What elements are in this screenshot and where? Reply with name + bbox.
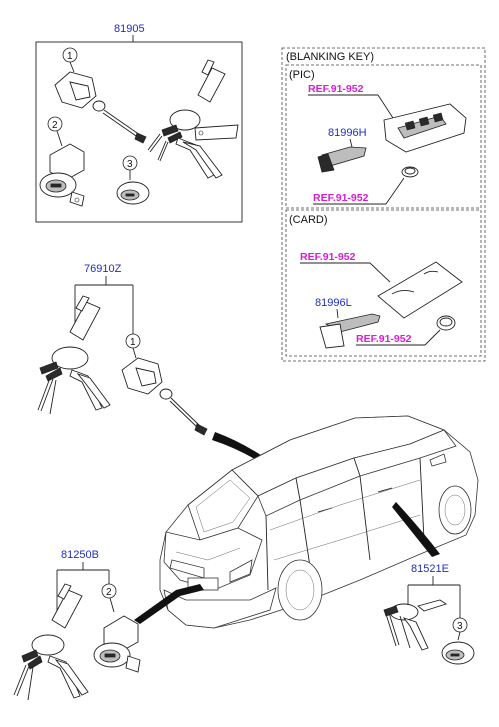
lock-cylinder-icon (39, 143, 85, 207)
smart-card-key-icon (377, 261, 463, 319)
coin-battery-icon-card (436, 315, 456, 331)
svg-text:2: 2 (106, 587, 112, 598)
blanking-key-box (281, 47, 486, 362)
card-mechanical-key-icon (319, 313, 381, 349)
blank-mechanical-key-icon (317, 146, 367, 173)
vehicle-illustration (159, 415, 479, 629)
callout-3-top: 3 (122, 155, 138, 180)
svg-text:2: 2 (52, 120, 58, 131)
ref-pic-battery[interactable]: REF.91-952 (313, 192, 369, 204)
ref-card[interactable]: REF.91-952 (300, 251, 356, 263)
svg-text:1: 1 (67, 51, 73, 62)
cylinder-cap-icon-81521E (441, 641, 475, 665)
callout-1-top: 1 (62, 47, 78, 73)
callout-3-bottom: 3 (452, 617, 468, 641)
card-label: (CARD) (289, 214, 328, 226)
key-cylinder-icon-76910Z (121, 357, 208, 436)
ref-card-battery[interactable]: REF.91-952 (356, 333, 412, 345)
part-number-81996H[interactable]: 81996H (328, 127, 367, 139)
part-number-76910Z[interactable]: 76910Z (84, 263, 122, 275)
svg-text:3: 3 (127, 159, 133, 170)
pic-box (285, 64, 482, 209)
lock-cylinder-icon-81250B (93, 615, 141, 673)
keys-with-tag-icon-81250B (13, 583, 89, 701)
svg-text:3: 3 (457, 621, 463, 632)
arrow-to-81250B (134, 584, 204, 624)
callout-2-bottom: 2 (101, 583, 117, 613)
part-number-81521E[interactable]: 81521E (411, 563, 449, 575)
part-number-81250B[interactable]: 81250B (61, 549, 99, 561)
key-cylinder-icon (54, 71, 147, 144)
box-81905 (35, 41, 243, 223)
callout-1-middle: 1 (125, 333, 141, 359)
smart-key-fob-icon (383, 103, 467, 153)
part-number-81996L[interactable]: 81996L (315, 297, 352, 309)
blanking-key-title: (BLANKING KEY) (286, 51, 374, 63)
ref-pic-fob[interactable]: REF.91-952 (308, 83, 364, 95)
keys-with-tag-icon-76910Z (37, 295, 111, 415)
part-number-81905[interactable]: 81905 (114, 23, 145, 35)
callout-2-top: 2 (47, 116, 63, 147)
svg-text:1: 1 (130, 337, 136, 348)
cylinder-cap-icon (116, 181, 150, 205)
keys-icon-81521E (383, 599, 448, 651)
card-box (285, 209, 482, 357)
keys-with-tag-icon (147, 59, 239, 179)
arrow-to-81521E (392, 502, 440, 557)
coin-battery-icon-pic (401, 166, 419, 178)
pic-label: (PIC) (289, 69, 315, 81)
